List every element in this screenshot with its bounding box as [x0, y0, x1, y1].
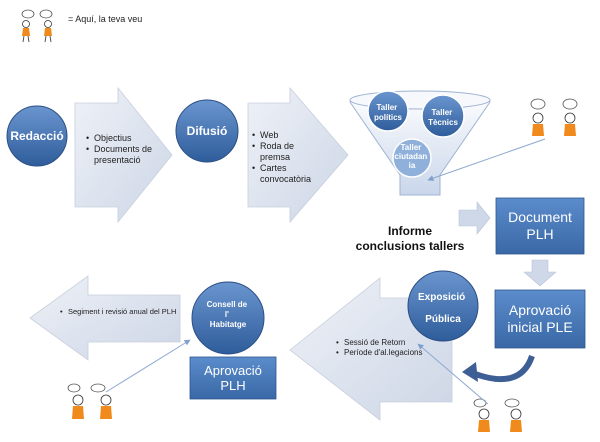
svg-text:Exposició Pública: Exposició Pública [418, 292, 468, 325]
informe-line1: Informe [387, 224, 432, 238]
aprovacio-ple-box [494, 289, 586, 349]
segiment-arrow [29, 275, 181, 361]
svg-text:Taller ciutadan ia: Taller ciutadan ia [394, 143, 429, 170]
redaccio-bullet-1: Objectius [94, 133, 164, 144]
consell-line3: Habitatge [210, 320, 247, 329]
exposicio-label-line2: Pública [425, 314, 461, 325]
arrow-to-aprovacio-ple [523, 259, 557, 287]
redaccio-bullet-2: Documents de presentació [94, 144, 164, 166]
aprovacio-plh-line1: Aprovació [204, 363, 262, 378]
people-talking-icon-top-right [530, 98, 578, 136]
svg-text:Taller polítics: Taller polítics [374, 103, 403, 122]
informe-conclusions: Informe conclusions tallers [350, 224, 470, 254]
document-plh-line1: Document [508, 209, 572, 225]
taller-ciutadania-circle [392, 138, 432, 178]
taller-ciutadania-line1: Taller [401, 143, 422, 152]
informe-line2: conclusions tallers [355, 239, 465, 253]
legend-text: = Aquí, la teva veu [68, 14, 143, 24]
document-plh-line2: PLH [526, 226, 554, 242]
aprovacio-plh-line2: PLH [220, 378, 246, 393]
difusio-label: Difusió [187, 124, 228, 138]
exposicio-bullets: Sessió de Retorn Període d'al.legacions [336, 338, 454, 358]
consell-line1: Consell de [207, 300, 248, 309]
aprovacio-plh-box [189, 356, 277, 400]
exposicio-bullet-2: Període d'al.legacions [344, 348, 454, 358]
taller-politics-line2: polítics [374, 113, 403, 122]
difusio-bullet-3: Cartes convocatòria [260, 163, 326, 185]
connector-top-right [427, 138, 546, 182]
exposicio-label-line1: Exposició [418, 292, 465, 303]
consell-circle [191, 281, 265, 355]
legend-people-icon [21, 9, 53, 43]
aprovacio-ple-title: Aprovació inicial PLE [495, 290, 585, 348]
taller-ciutadania-line3: ia [409, 161, 416, 170]
taller-ciutadania-line2: ciutadan [394, 152, 427, 161]
arrow-to-document [458, 201, 491, 235]
aprovacio-ple-line2: inicial PLE [507, 319, 573, 335]
taller-politics-circle [367, 90, 409, 132]
redaccio-bullets: Objectius Documents de presentació [86, 133, 164, 166]
taller-tecnics-circle [421, 94, 465, 138]
svg-text:Taller Tècnics: Taller Tècnics [428, 108, 458, 127]
svg-text:Consell de l' Habitatg: Consell de l' Habitatge [207, 300, 250, 329]
redaccio-circle [6, 105, 68, 167]
taller-tecnics-line2: Tècnics [428, 118, 458, 127]
segiment-bullets: Segiment i revisió anual del PLH [60, 307, 180, 317]
aprovacio-plh-title: Aprovació PLH [190, 357, 276, 399]
segiment-bullet-1: Segiment i revisió anual del PLH [68, 307, 180, 317]
taller-tecnics-line1: Taller [432, 108, 453, 117]
consell-line2: l' [225, 310, 229, 319]
exposicio-bullet-1: Sessió de Retorn [344, 338, 454, 348]
difusio-circle [175, 99, 239, 163]
difusio-bullet-2: Roda de premsa [260, 141, 326, 163]
document-plh-title: Document PLH [496, 198, 584, 254]
people-talking-icon-bottom-right [473, 398, 522, 432]
people-talking-icon-bottom-left [67, 383, 112, 419]
difusio-bullets: Web Roda de premsa Cartes convocatòria [252, 130, 326, 185]
redaccio-label: Redacció [10, 129, 63, 143]
curved-arrow-head [462, 362, 478, 382]
aprovacio-ple-line1: Aprovació [508, 302, 572, 318]
curved-return-arrow [468, 354, 535, 383]
exposicio-circle [407, 270, 479, 342]
taller-politics-line1: Taller [377, 103, 398, 112]
difusio-bullet-1: Web [260, 130, 326, 141]
document-plh-box [495, 197, 585, 255]
connector-bottom-left [105, 339, 191, 393]
